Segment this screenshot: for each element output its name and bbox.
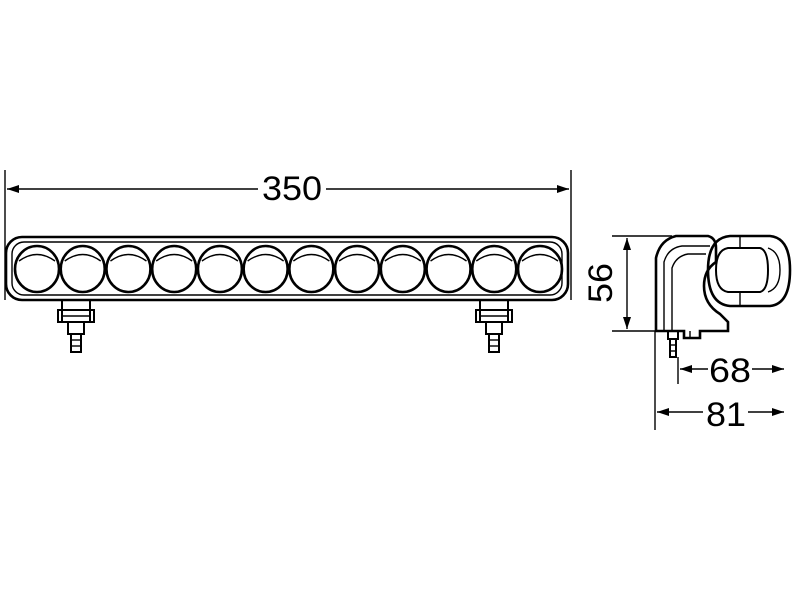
depth-inner-label: 68 bbox=[709, 352, 751, 390]
front-view: 350 bbox=[4, 170, 572, 353]
height-dimension-label: 56 bbox=[582, 263, 620, 303]
lens-reflector-8 bbox=[338, 253, 376, 262]
lens-10 bbox=[425, 244, 472, 294]
lens-reflector-4 bbox=[155, 253, 193, 262]
lens-row bbox=[13, 244, 564, 294]
depth-outer-label: 81 bbox=[706, 396, 746, 434]
lens-9 bbox=[379, 244, 427, 294]
lens-12 bbox=[516, 244, 564, 294]
length-dimension: 350 bbox=[7, 170, 569, 208]
lens-4 bbox=[150, 244, 198, 294]
side-view: 56 68 bbox=[582, 234, 792, 434]
lens-reflector-7 bbox=[292, 253, 330, 262]
lens-7 bbox=[288, 244, 335, 294]
mount-bracket-left bbox=[57, 300, 95, 353]
lens-5 bbox=[196, 244, 244, 294]
lens-1 bbox=[13, 244, 61, 294]
depth-outer-dimension: 81 bbox=[657, 396, 784, 434]
side-bolt bbox=[667, 330, 679, 358]
lens-reflector-9 bbox=[384, 253, 422, 262]
length-dimension-label: 350 bbox=[262, 170, 322, 208]
lens-reflector-6 bbox=[247, 253, 285, 262]
lens-reflector-5 bbox=[201, 253, 239, 262]
mount-bracket-right bbox=[475, 300, 513, 353]
lens-reflector-1 bbox=[18, 253, 56, 262]
lens-2 bbox=[59, 244, 107, 294]
height-dimension: 56 bbox=[582, 238, 631, 329]
lens-11 bbox=[470, 244, 518, 294]
lens-8 bbox=[333, 244, 381, 294]
lens-reflector-12 bbox=[521, 253, 559, 262]
side-bracket bbox=[654, 234, 730, 340]
side-lamp-head bbox=[706, 234, 792, 308]
lens-reflector-10 bbox=[430, 253, 467, 262]
light-bar-housing bbox=[4, 235, 570, 302]
lens-reflector-3 bbox=[110, 253, 147, 262]
lens-6 bbox=[242, 244, 289, 294]
lens-3 bbox=[105, 244, 152, 294]
lens-reflector-11 bbox=[475, 253, 513, 262]
depth-inner-dimension: 68 bbox=[680, 352, 784, 390]
lens-reflector-2 bbox=[64, 253, 102, 262]
